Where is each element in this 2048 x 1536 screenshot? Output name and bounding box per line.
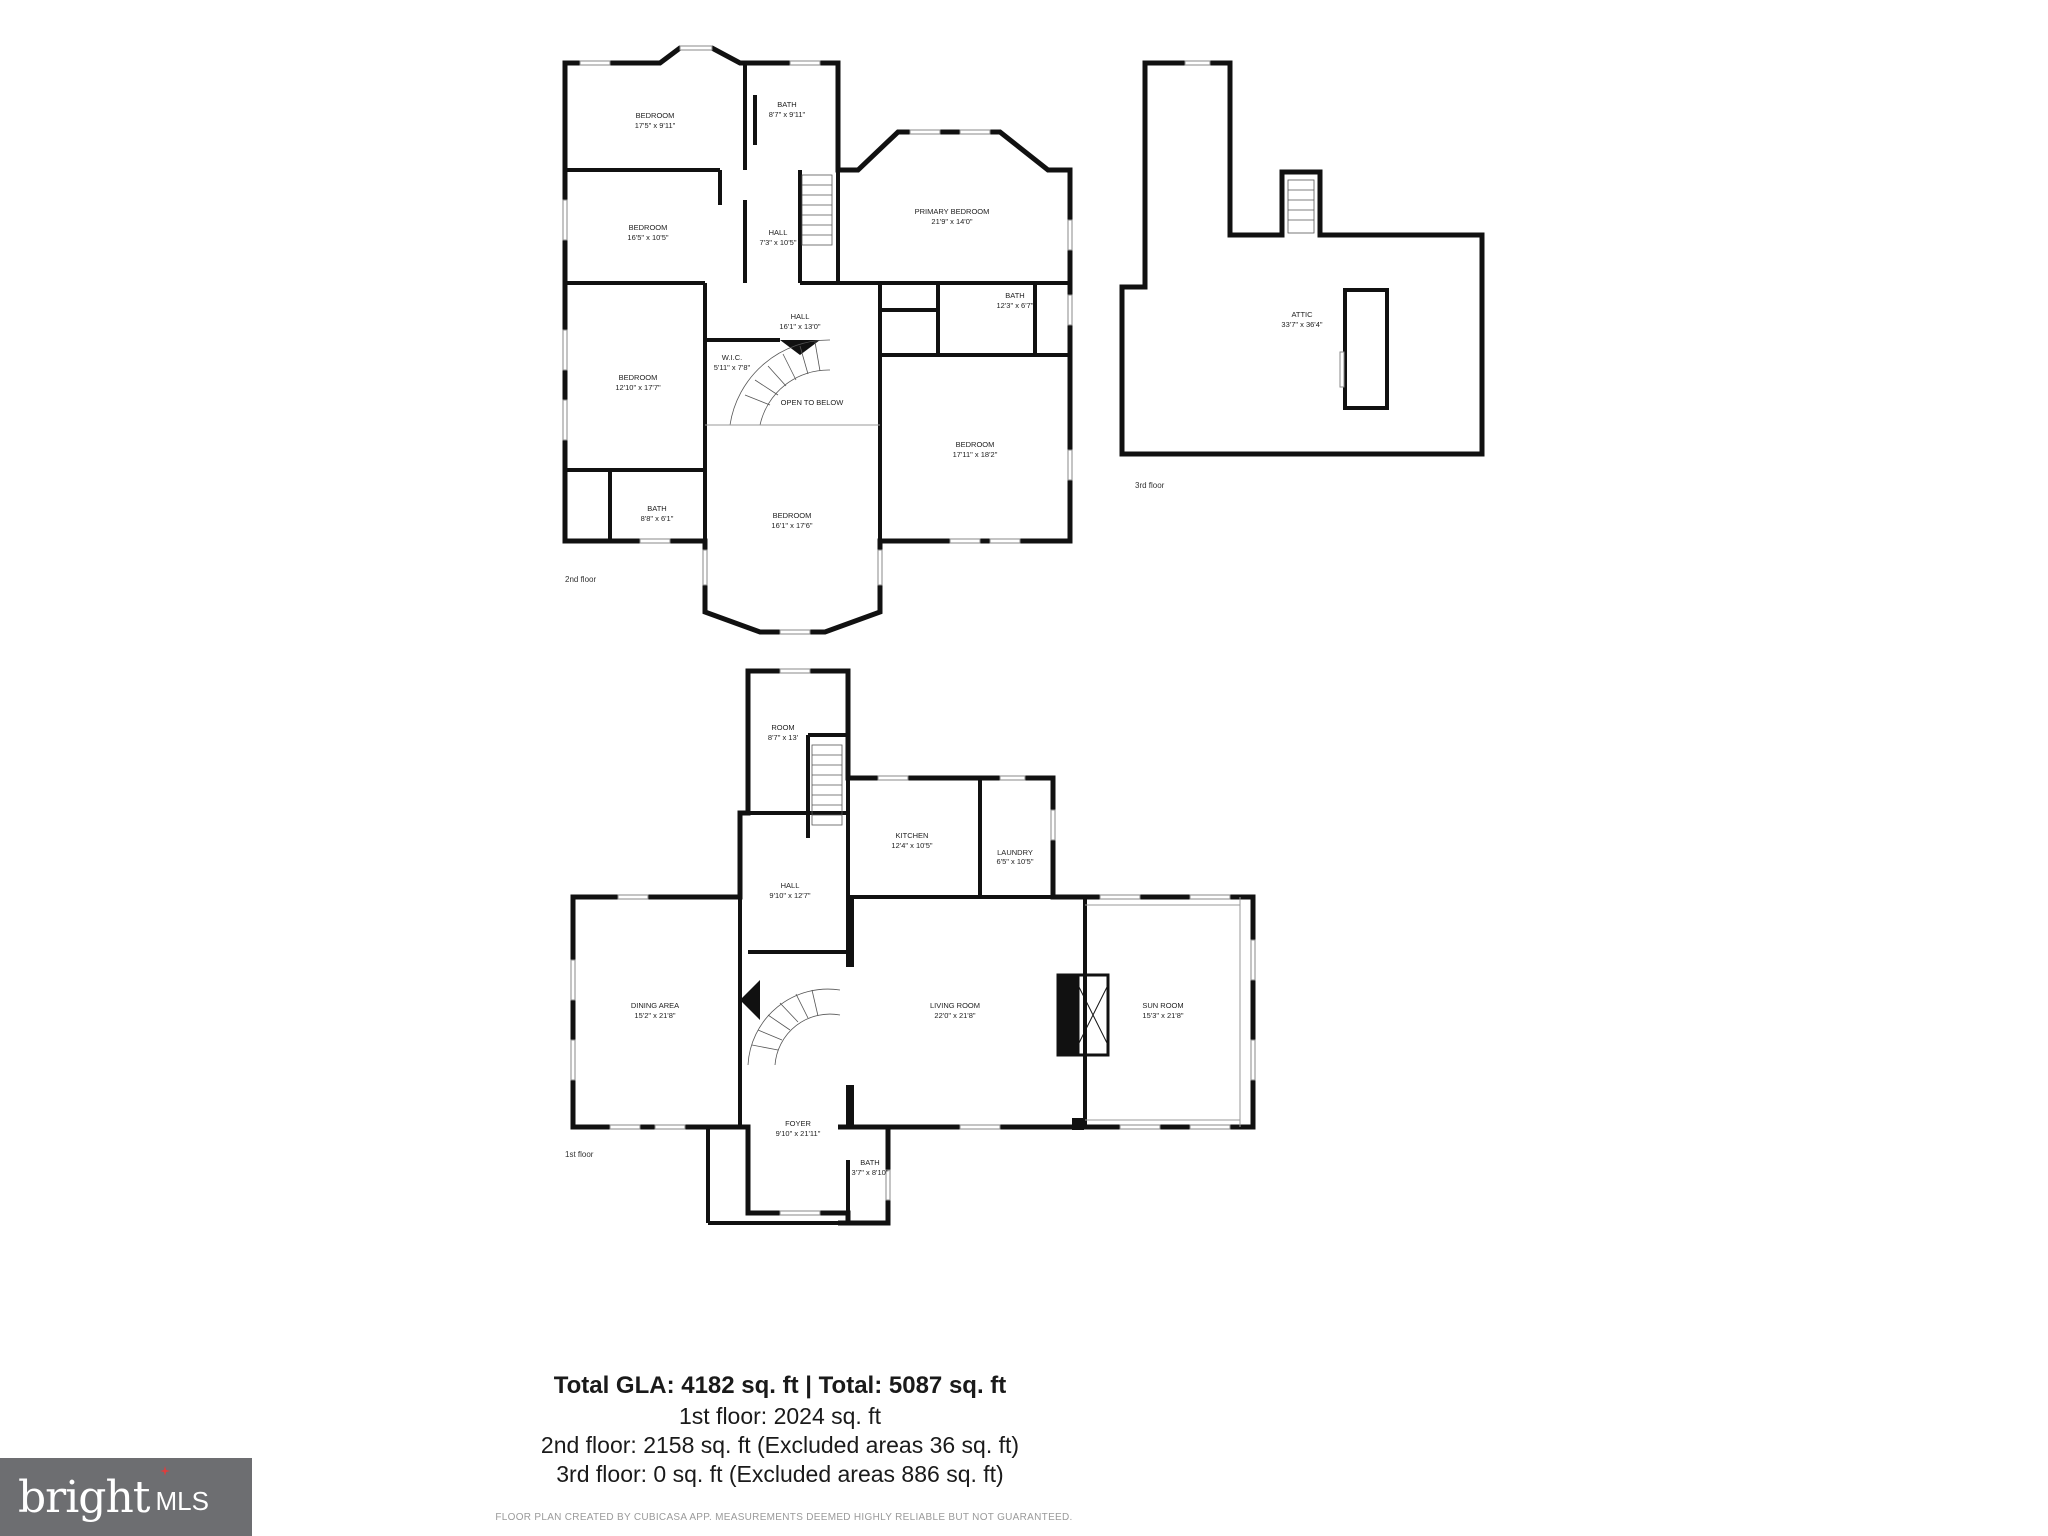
svg-text:KITCHEN: KITCHEN — [896, 831, 929, 840]
svg-text:BEDROOM: BEDROOM — [636, 111, 675, 120]
svg-text:BATH: BATH — [860, 1158, 879, 1167]
room-label: OPEN TO BELOW — [781, 398, 845, 407]
floor-label: 2nd floor — [565, 575, 596, 584]
svg-text:LAUNDRY: LAUNDRY — [997, 848, 1033, 857]
svg-text:3'7" x 8'10": 3'7" x 8'10" — [852, 1168, 889, 1177]
svg-text:PRIMARY BEDROOM: PRIMARY BEDROOM — [915, 207, 990, 216]
svg-text:22'0" x 21'8": 22'0" x 21'8" — [934, 1011, 975, 1020]
bright-mls-logo: bright MLS — [0, 1458, 252, 1536]
svg-text:16'5" x 10'5": 16'5" x 10'5" — [627, 233, 668, 242]
svg-text:17'11" x 18'2": 17'11" x 18'2" — [953, 450, 998, 459]
second-floor-area: 2nd floor: 2158 sq. ft (Excluded areas 3… — [540, 1432, 1020, 1458]
svg-text:BEDROOM: BEDROOM — [629, 223, 668, 232]
floor-label: 1st floor — [565, 1150, 594, 1159]
svg-text:17'5" x 9'11": 17'5" x 9'11" — [635, 121, 676, 130]
svg-text:16'1" x 13'0": 16'1" x 13'0" — [779, 322, 820, 331]
disclaimer: FLOOR PLAN CREATED BY CUBICASA APP. MEAS… — [495, 1512, 1073, 1523]
svg-text:8'8" x 6'1": 8'8" x 6'1" — [641, 514, 674, 523]
svg-text:OPEN TO BELOW: OPEN TO BELOW — [781, 398, 845, 407]
svg-text:12'3" x 6'7": 12'3" x 6'7" — [997, 301, 1034, 310]
svg-text:DINING AREA: DINING AREA — [631, 1001, 679, 1010]
room-label: W.I.C.5'11" x 7'8" — [714, 353, 751, 372]
svg-text:5'11" x 7'8": 5'11" x 7'8" — [714, 363, 751, 372]
svg-text:12'4" x 10'5": 12'4" x 10'5" — [891, 841, 932, 850]
floor-label: 3rd floor — [1135, 481, 1165, 490]
third-floor-area: 3rd floor: 0 sq. ft (Excluded areas 886 … — [556, 1461, 1004, 1487]
svg-text:33'7" x 36'4": 33'7" x 36'4" — [1281, 320, 1322, 329]
svg-text:BEDROOM: BEDROOM — [619, 373, 658, 382]
svg-text:HALL: HALL — [769, 228, 788, 237]
svg-text:BATH: BATH — [647, 504, 666, 513]
svg-text:SUN ROOM: SUN ROOM — [1142, 1001, 1183, 1010]
svg-text:ATTIC: ATTIC — [1291, 310, 1313, 319]
area-summary: Total GLA: 4182 sq. ft | Total: 5087 sq.… — [0, 1372, 1560, 1489]
svg-text:8'7" x 13': 8'7" x 13' — [768, 733, 799, 742]
svg-text:7'3" x 10'5": 7'3" x 10'5" — [760, 238, 797, 247]
svg-text:BATH: BATH — [777, 100, 796, 109]
svg-text:ROOM: ROOM — [771, 723, 794, 732]
svg-text:W.I.C.: W.I.C. — [722, 353, 742, 362]
svg-text:9'10" x 12'7": 9'10" x 12'7" — [769, 891, 810, 900]
svg-text:BEDROOM: BEDROOM — [956, 440, 995, 449]
svg-text:9'10" x 21'11": 9'10" x 21'11" — [776, 1129, 821, 1138]
svg-text:HALL: HALL — [781, 881, 800, 890]
svg-text:FOYER: FOYER — [785, 1119, 811, 1128]
first-floor-area: 1st floor: 2024 sq. ft — [678, 1403, 881, 1429]
svg-text:6'5" x 10'5": 6'5" x 10'5" — [997, 857, 1034, 866]
svg-text:15'2" x 21'8": 15'2" x 21'8" — [634, 1011, 675, 1020]
total-area: Total GLA: 4182 sq. ft | Total: 5087 sq.… — [553, 1372, 1007, 1399]
logo-brand: bright — [18, 1471, 150, 1523]
svg-text:21'9" x 14'0": 21'9" x 14'0" — [931, 217, 972, 226]
svg-text:HALL: HALL — [791, 312, 810, 321]
svg-text:BATH: BATH — [1005, 291, 1024, 300]
svg-text:BEDROOM: BEDROOM — [773, 511, 812, 520]
svg-text:8'7" x 9'11": 8'7" x 9'11" — [769, 110, 806, 119]
svg-text:16'1" x 17'6": 16'1" x 17'6" — [771, 521, 812, 530]
svg-text:15'3" x 21'8": 15'3" x 21'8" — [1142, 1011, 1183, 1020]
logo-suffix: MLS — [155, 1485, 209, 1516]
sparkle-icon — [160, 1466, 170, 1476]
svg-text:12'10" x 17'7": 12'10" x 17'7" — [615, 383, 661, 392]
svg-text:LIVING ROOM: LIVING ROOM — [930, 1001, 980, 1010]
